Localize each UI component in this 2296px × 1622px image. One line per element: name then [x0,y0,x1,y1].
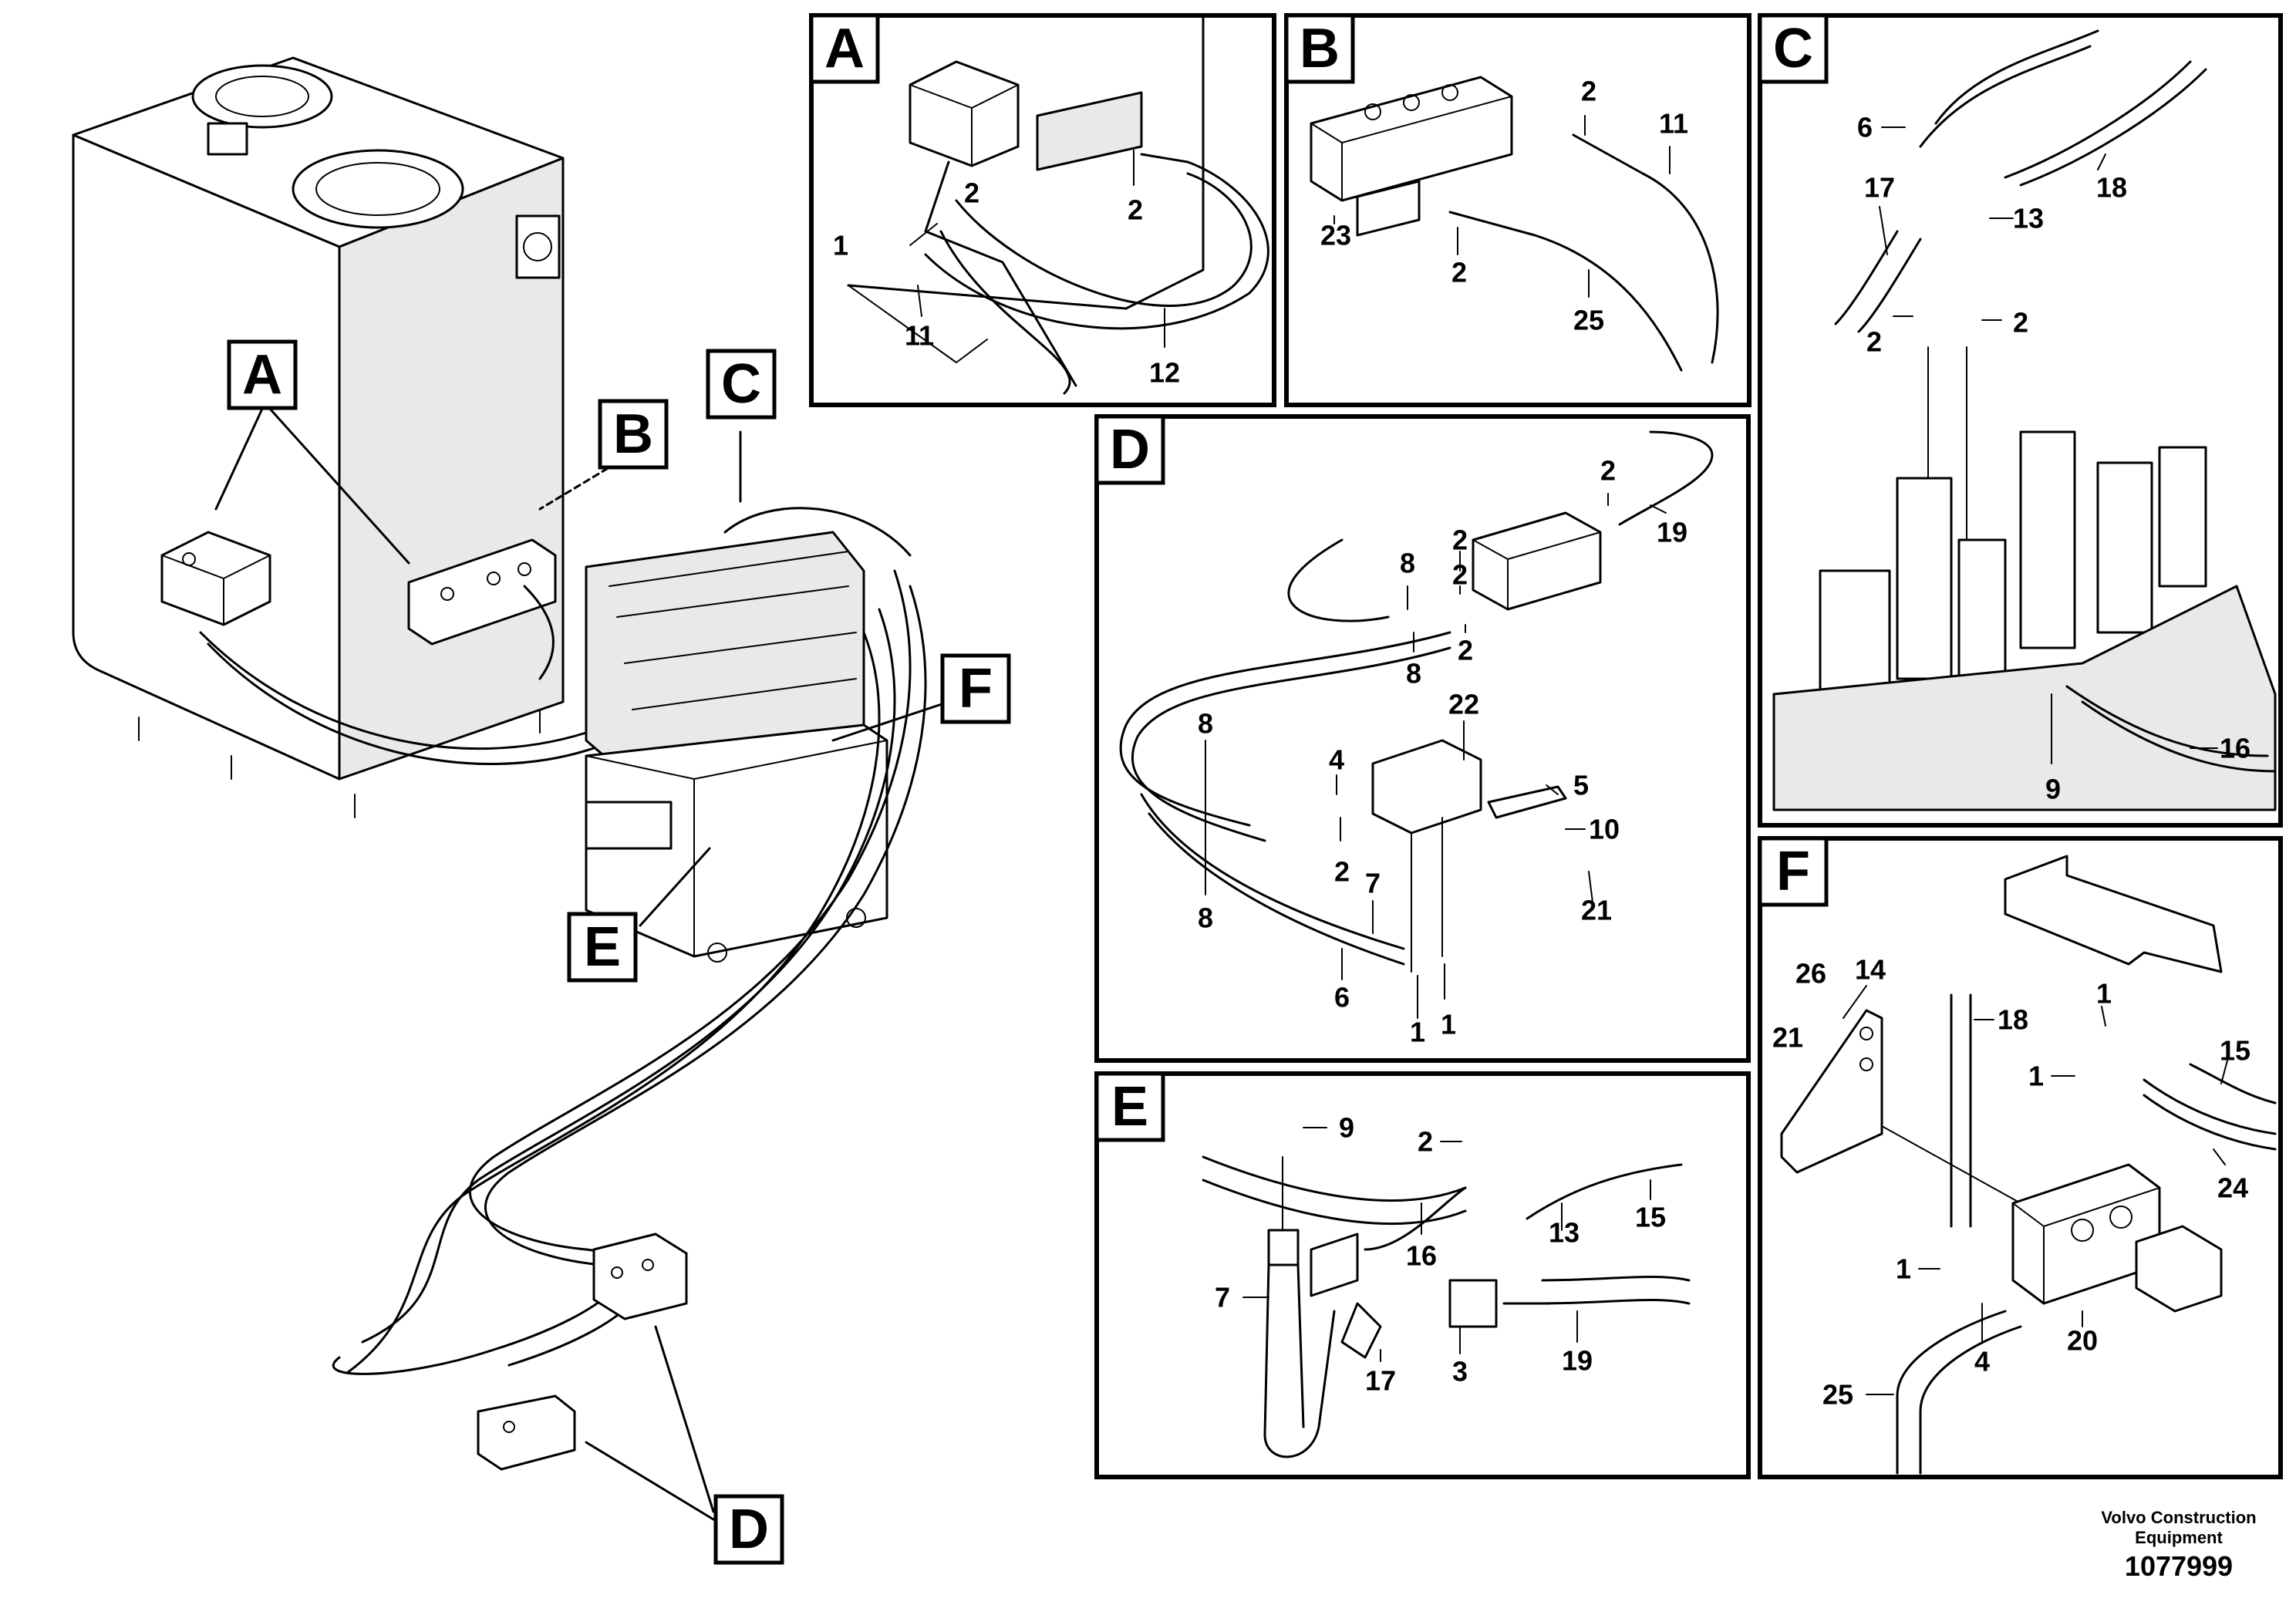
callout-tag-f: F [940,653,1011,724]
callout-letter: D [1110,419,1150,481]
part-label-e-4: 15 [1635,1202,1666,1233]
part-label-d-16: 6 [1334,982,1350,1013]
part-label-d-4: 2 [1452,559,1468,591]
part-label-b-0: 2 [1581,76,1596,107]
callout-tag-e: E [567,912,638,983]
part-label-a-0: 2 [964,177,979,209]
callout-letter: E [1111,1076,1148,1138]
drawing-number: 1077999 [2124,1550,2234,1582]
part-label-b-2: 23 [1320,220,1351,251]
tank-manifold [407,538,557,646]
part-label-d-18: 1 [1441,1009,1456,1040]
callout-tag-a: A [227,339,298,410]
callout-tag-b: B [598,399,669,470]
part-label-c-5: 2 [2013,307,2028,339]
callout-letter: F [1776,841,1810,902]
part-label-e-3: 13 [1549,1217,1580,1249]
part-label-f-5: 1 [2028,1061,2044,1092]
pressure-switch [160,531,271,626]
part-label-d-14: 8 [1198,902,1213,934]
part-label-d-8: 8 [1198,708,1213,740]
part-label-f-11: 25 [1822,1379,1853,1411]
part-label-d-15: 21 [1581,895,1612,926]
part-label-d-7: 22 [1448,689,1479,720]
part-label-c-4: 2 [1866,326,1882,358]
part-label-e-8: 19 [1562,1345,1593,1377]
part-label-e-0: 9 [1339,1112,1354,1144]
part-label-f-7: 24 [2217,1172,2248,1204]
brand-line-2: Equipment [2135,1528,2223,1547]
part-label-c-3: 13 [2013,203,2044,234]
callout-letter: D [729,1499,769,1560]
overview-callout-leaders [214,407,950,1521]
callout-letter: B [1300,18,1340,79]
part-label-c-1: 18 [2096,172,2127,204]
part-label-d-11: 2 [1334,856,1350,888]
callout-tag-c: C [706,349,777,420]
callout-tag-d: D [713,1494,784,1565]
detail-panel-f: F 26 14 1 21 18 1 [1758,836,2283,1479]
part-label-a-4: 12 [1149,357,1180,389]
part-label-d-9: 4 [1329,744,1344,776]
callout-letter: A [824,18,865,79]
part-label-e-2: 16 [1406,1240,1437,1272]
part-label-a-3: 11 [905,320,934,352]
callout-letter: A [242,344,282,406]
callout-letter: E [584,916,621,978]
part-label-e-1: 2 [1418,1126,1433,1158]
part-label-c-2: 17 [1864,172,1895,204]
part-label-a-2: 1 [833,230,848,261]
part-label-e-6: 17 [1365,1365,1396,1397]
part-label-f-9: 20 [2067,1325,2098,1357]
control-valve [585,531,888,963]
part-label-c-7: 16 [2220,733,2250,764]
overview-drawing [72,56,950,1521]
part-label-d-13: 7 [1365,868,1381,899]
part-label-f-8: 1 [1896,1253,1911,1285]
brand-credit: Volvo Construction Equipment [2075,1508,2283,1548]
detail-panel-d: D 2 19 2 8 2 2 8 22 8 [1094,414,1751,1063]
part-label-f-10: 4 [1974,1346,1990,1378]
detail-panel-b: B 2 11 23 2 25 [1284,13,1752,407]
callout-letter: B [613,403,653,465]
part-label-d-2: 2 [1452,524,1468,556]
detail-panel-a: A 2 2 1 11 12 [809,13,1276,407]
part-label-f-3: 21 [1772,1022,1803,1054]
part-label-e-7: 3 [1452,1356,1468,1388]
part-label-b-4: 25 [1573,305,1604,336]
part-label-d-1: 19 [1657,517,1687,548]
callout-letter: C [721,353,761,415]
remote-junction-block [592,1233,688,1320]
part-label-c-0: 6 [1857,112,1873,143]
part-label-f-1: 14 [1855,954,1886,986]
part-label-d-5: 2 [1458,635,1473,666]
callout-letter: C [1773,18,1813,79]
part-label-d-6: 8 [1406,658,1421,690]
part-label-c-6: 9 [2045,774,2061,805]
detail-panel-e: E 9 2 16 13 15 7 17 3 [1094,1071,1751,1479]
callout-letter: F [959,658,993,720]
hydraulic-tank [72,56,565,818]
part-label-d-10: 5 [1573,770,1589,801]
part-label-e-5: 7 [1215,1282,1230,1313]
part-label-f-0: 26 [1795,958,1826,990]
part-label-b-3: 2 [1451,257,1467,288]
part-label-d-3: 8 [1400,548,1415,579]
detail-panel-c: C 6 18 17 13 2 2 [1758,13,2283,828]
part-label-f-4: 18 [1998,1004,2028,1036]
part-label-d-17: 1 [1410,1017,1425,1048]
part-label-d-0: 2 [1600,455,1616,487]
part-label-b-1: 11 [1659,108,1688,140]
brand-line-1: Volvo Construction [2101,1508,2257,1527]
remote-valve [477,1394,576,1471]
part-label-d-12: 10 [1589,814,1620,845]
part-label-f-2: 1 [2096,978,2112,1010]
part-label-f-6: 15 [2220,1035,2250,1067]
part-label-a-1: 2 [1128,194,1143,226]
